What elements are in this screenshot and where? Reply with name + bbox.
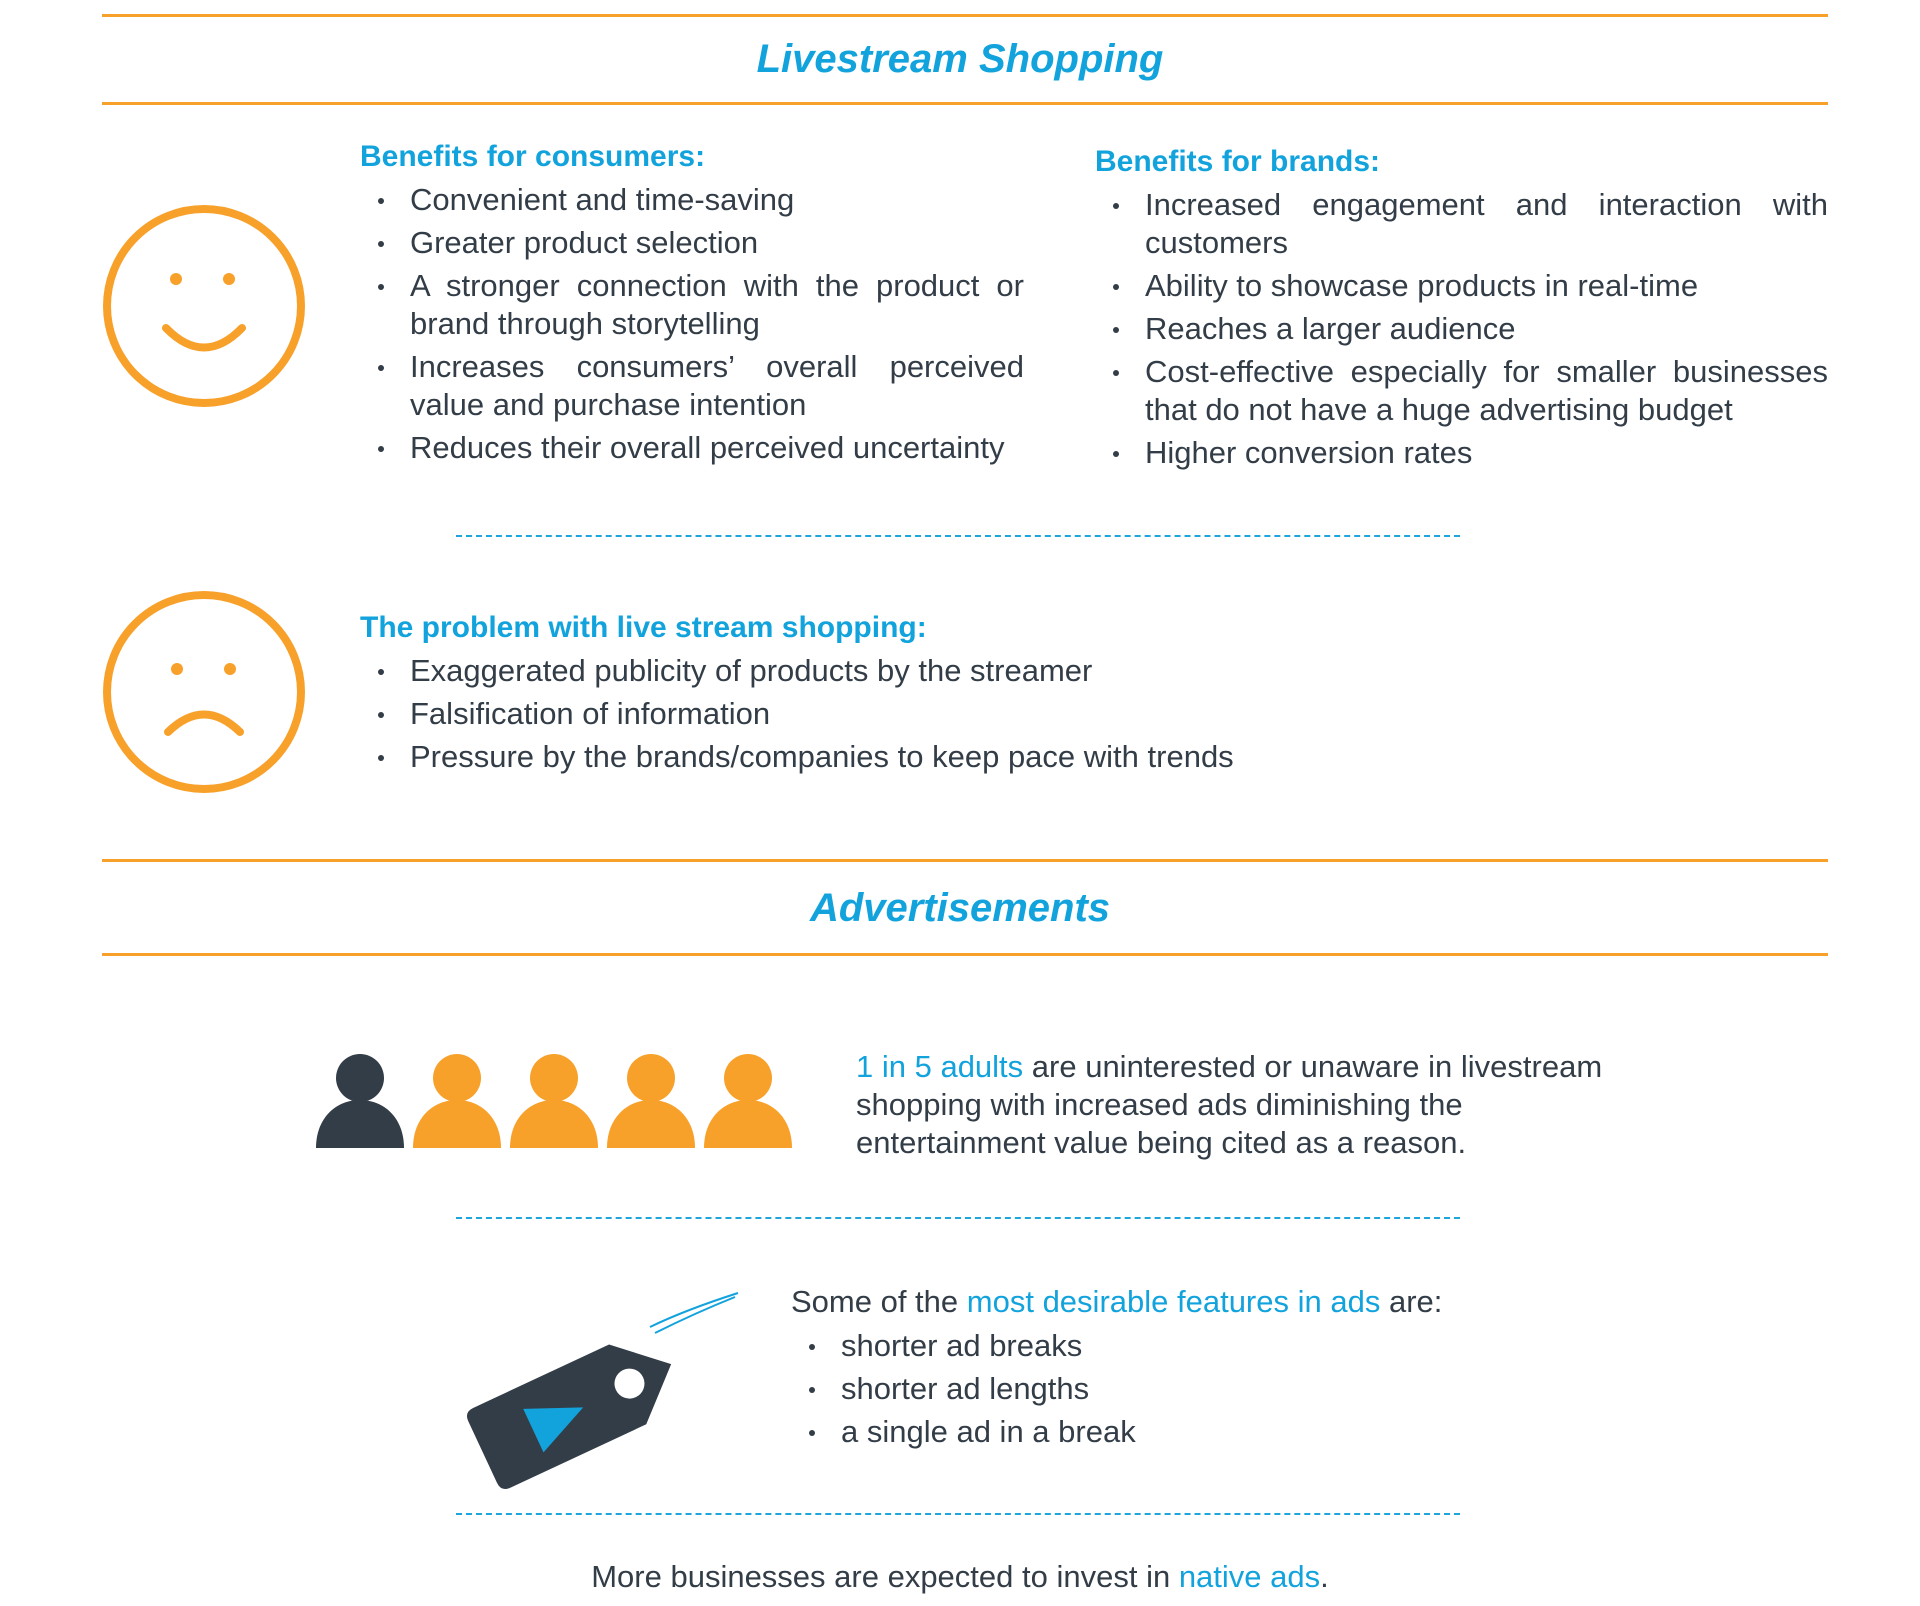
divider-ads-top (102, 859, 1828, 862)
ads-title: Advertisements (809, 886, 1111, 930)
divider-ads-bottom (102, 953, 1828, 956)
list-item: Greater product selection (360, 224, 1024, 262)
features-intro-end: are: (1380, 1284, 1443, 1319)
problem-list: Exaggerated publicity of products by the… (360, 652, 1360, 776)
divider-top (102, 14, 1828, 17)
dashed-divider (456, 1217, 1460, 1219)
native-end: . (1320, 1559, 1329, 1594)
native-highlight: native ads (1178, 1559, 1321, 1594)
adults-stat: 1 in 5 adults are uninterested or unawar… (856, 1048, 1606, 1162)
sad-face-icon (103, 591, 305, 793)
brands-list: Increased engagement and interaction wit… (1095, 186, 1828, 472)
list-item: Increased engagement and interaction wit… (1095, 186, 1828, 262)
ad-features: Some of the most desirable features in a… (791, 1283, 1591, 1456)
dashed-divider (456, 1513, 1460, 1515)
person-icon (316, 1054, 404, 1148)
list-item: Pressure by the brands/companies to keep… (360, 738, 1360, 776)
list-item: Cost-effective especially for smaller bu… (1095, 353, 1828, 429)
person-icon (704, 1054, 792, 1148)
people-row (316, 1054, 796, 1148)
list-item: Ability to showcase products in real-tim… (1095, 267, 1828, 305)
person-icon (413, 1054, 501, 1148)
stat-text: are uninterested or unaware in livestrea… (856, 1049, 1603, 1160)
person-icon (607, 1054, 695, 1148)
list-item: Reaches a larger audience (1095, 310, 1828, 348)
list-item: shorter ad lengths (791, 1370, 1591, 1408)
list-item: A stronger connection with the product o… (360, 267, 1024, 343)
brands-heading: Benefits for brands: (1095, 145, 1381, 178)
person-icon (510, 1054, 598, 1148)
dashed-divider (456, 535, 1460, 537)
smiley-face-icon (103, 205, 305, 407)
list-item: Reduces their overall perceived uncertai… (360, 429, 1024, 467)
list-item: Falsification of information (360, 695, 1360, 733)
divider-title-bottom (102, 102, 1828, 105)
price-tag-icon (466, 1292, 739, 1490)
list-item: Higher conversion rates (1095, 434, 1828, 472)
consumers-heading: Benefits for consumers: (360, 140, 706, 173)
features-list: shorter ad breaks shorter ad lengths a s… (791, 1327, 1591, 1451)
list-item: shorter ad breaks (791, 1327, 1591, 1365)
problem-section: The problem with live stream shopping: E… (360, 610, 1360, 781)
list-item: a single ad in a break (791, 1413, 1591, 1451)
native-ads-note: More businesses are expected to invest i… (0, 1558, 1920, 1596)
native-text: More businesses are expected to invest i… (591, 1559, 1179, 1594)
consumers-benefits: Benefits for consumers: Convenient and t… (360, 139, 1024, 472)
stat-highlight: 1 in 5 adults (856, 1049, 1024, 1084)
problem-heading: The problem with live stream shopping: (360, 611, 927, 644)
brands-benefits: Benefits for brands: Increased engagemen… (1095, 144, 1828, 477)
livestream-title: Livestream Shopping (756, 37, 1164, 81)
list-item: Increases consumers’ overall perceived v… (360, 348, 1024, 424)
features-intro: Some of the most desirable features in a… (791, 1283, 1591, 1321)
consumers-list: Convenient and time-saving Greater produ… (360, 181, 1024, 467)
list-item: Convenient and time-saving (360, 181, 1024, 219)
list-item: Exaggerated publicity of products by the… (360, 652, 1360, 690)
features-intro-text: Some of the (791, 1284, 967, 1319)
features-highlight: most desirable features in ads (966, 1284, 1381, 1319)
